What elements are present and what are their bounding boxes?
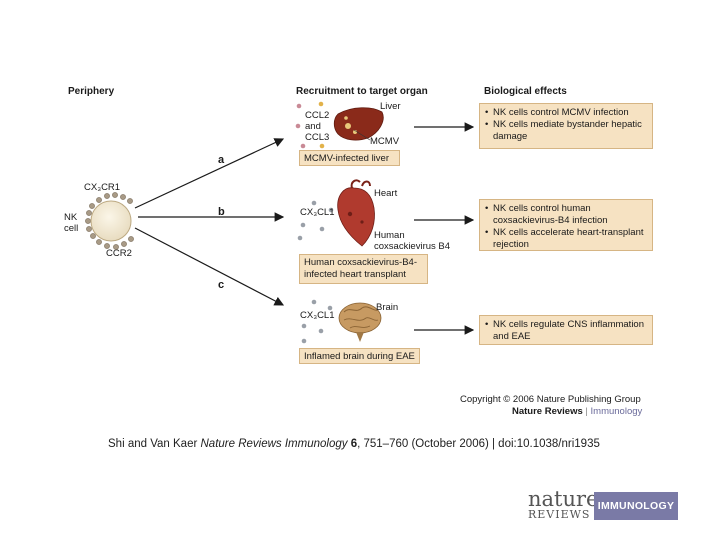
nk-cell-label: NK cell [64, 212, 79, 234]
logo-immunology: IMMUNOLOGY [594, 492, 678, 520]
header-recruitment: Recruitment to target organ [296, 86, 428, 97]
nk-cell [85, 192, 134, 250]
brain-effects-box: NK cells regulate CNS inflammation and E… [479, 315, 653, 345]
liver-organ-label: Liver [380, 101, 401, 112]
liver-icon [333, 107, 384, 141]
brain-icon [338, 302, 382, 342]
copyright-journal-line: Nature Reviews | Immunology [512, 406, 642, 417]
mcmv-pointer [353, 129, 371, 141]
heart-effect-item: NK cells control human coxsackievirus-B4… [485, 203, 647, 227]
chemokine-dots-liver [295, 101, 325, 149]
mcmv-label: MCMV [370, 136, 400, 147]
chemokine-dots-heart [297, 200, 334, 241]
liver-effect-item: NK cells mediate bystander hepatic damag… [485, 119, 647, 143]
liver-effect-item: NK cells control MCMV infection [485, 107, 647, 119]
heart-effect-item: NK cells accelerate heart-transplant rej… [485, 227, 647, 251]
brain-organ-label: Brain [376, 302, 399, 313]
citation-journal: Nature Reviews Immunology [200, 438, 348, 450]
liver-effects-box: NK cells control MCMV infection NK cells… [479, 103, 653, 149]
heart-organ-label: Heart [374, 188, 398, 199]
citation-rest: , 751–760 (October 2006) | doi:10.1038/n… [357, 438, 600, 450]
copyright-line: Copyright © 2006 Nature Publishing Group [460, 394, 641, 405]
citation-volume: 6 [347, 438, 358, 450]
path-label-b: b [218, 206, 225, 218]
header-periphery: Periphery [68, 86, 115, 97]
receptor-ccr2-label: CCR2 [106, 248, 132, 259]
chemokine-dots-brain [301, 299, 333, 344]
copyright-section: Immunology [590, 406, 643, 417]
copyright-separator: | [585, 406, 588, 417]
liver-caption: MCMV-infected liver [299, 150, 400, 166]
heart-effects-box: NK cells control human coxsackievirus-B4… [479, 199, 653, 251]
copyright-journal: Nature Reviews [512, 406, 583, 417]
arrow-path-a [134, 138, 285, 209]
path-label-c: c [218, 279, 225, 291]
path-label-a: a [218, 154, 225, 166]
receptor-cx3cr1-label: CX₃CR1 [84, 182, 121, 193]
logo-reviews: REVIEWS [528, 508, 591, 521]
brain-caption: Inflamed brain during EAE [299, 348, 420, 364]
brain-effect-item: NK cells regulate CNS inflammation and E… [485, 319, 647, 343]
heart-chemokine-label: CX₃CL1 [300, 207, 335, 218]
heart-icon [337, 179, 375, 247]
logo-nature: nature [528, 487, 599, 511]
header-effects: Biological effects [484, 86, 567, 97]
liver-chemokines-label: CCL2 and CCL3 [305, 110, 330, 143]
arrow-path-c [134, 227, 285, 306]
citation: Shi and Van Kaer Nature Reviews Immunolo… [108, 438, 600, 450]
brain-chemokine-label: CX₃CL1 [300, 310, 335, 321]
coxsackievirus-label: Human coxsackievirus B4 [374, 230, 451, 252]
heart-caption: Human coxsackievirus-B4- infected heart … [299, 254, 428, 284]
citation-authors: Shi and Van Kaer [108, 438, 201, 450]
